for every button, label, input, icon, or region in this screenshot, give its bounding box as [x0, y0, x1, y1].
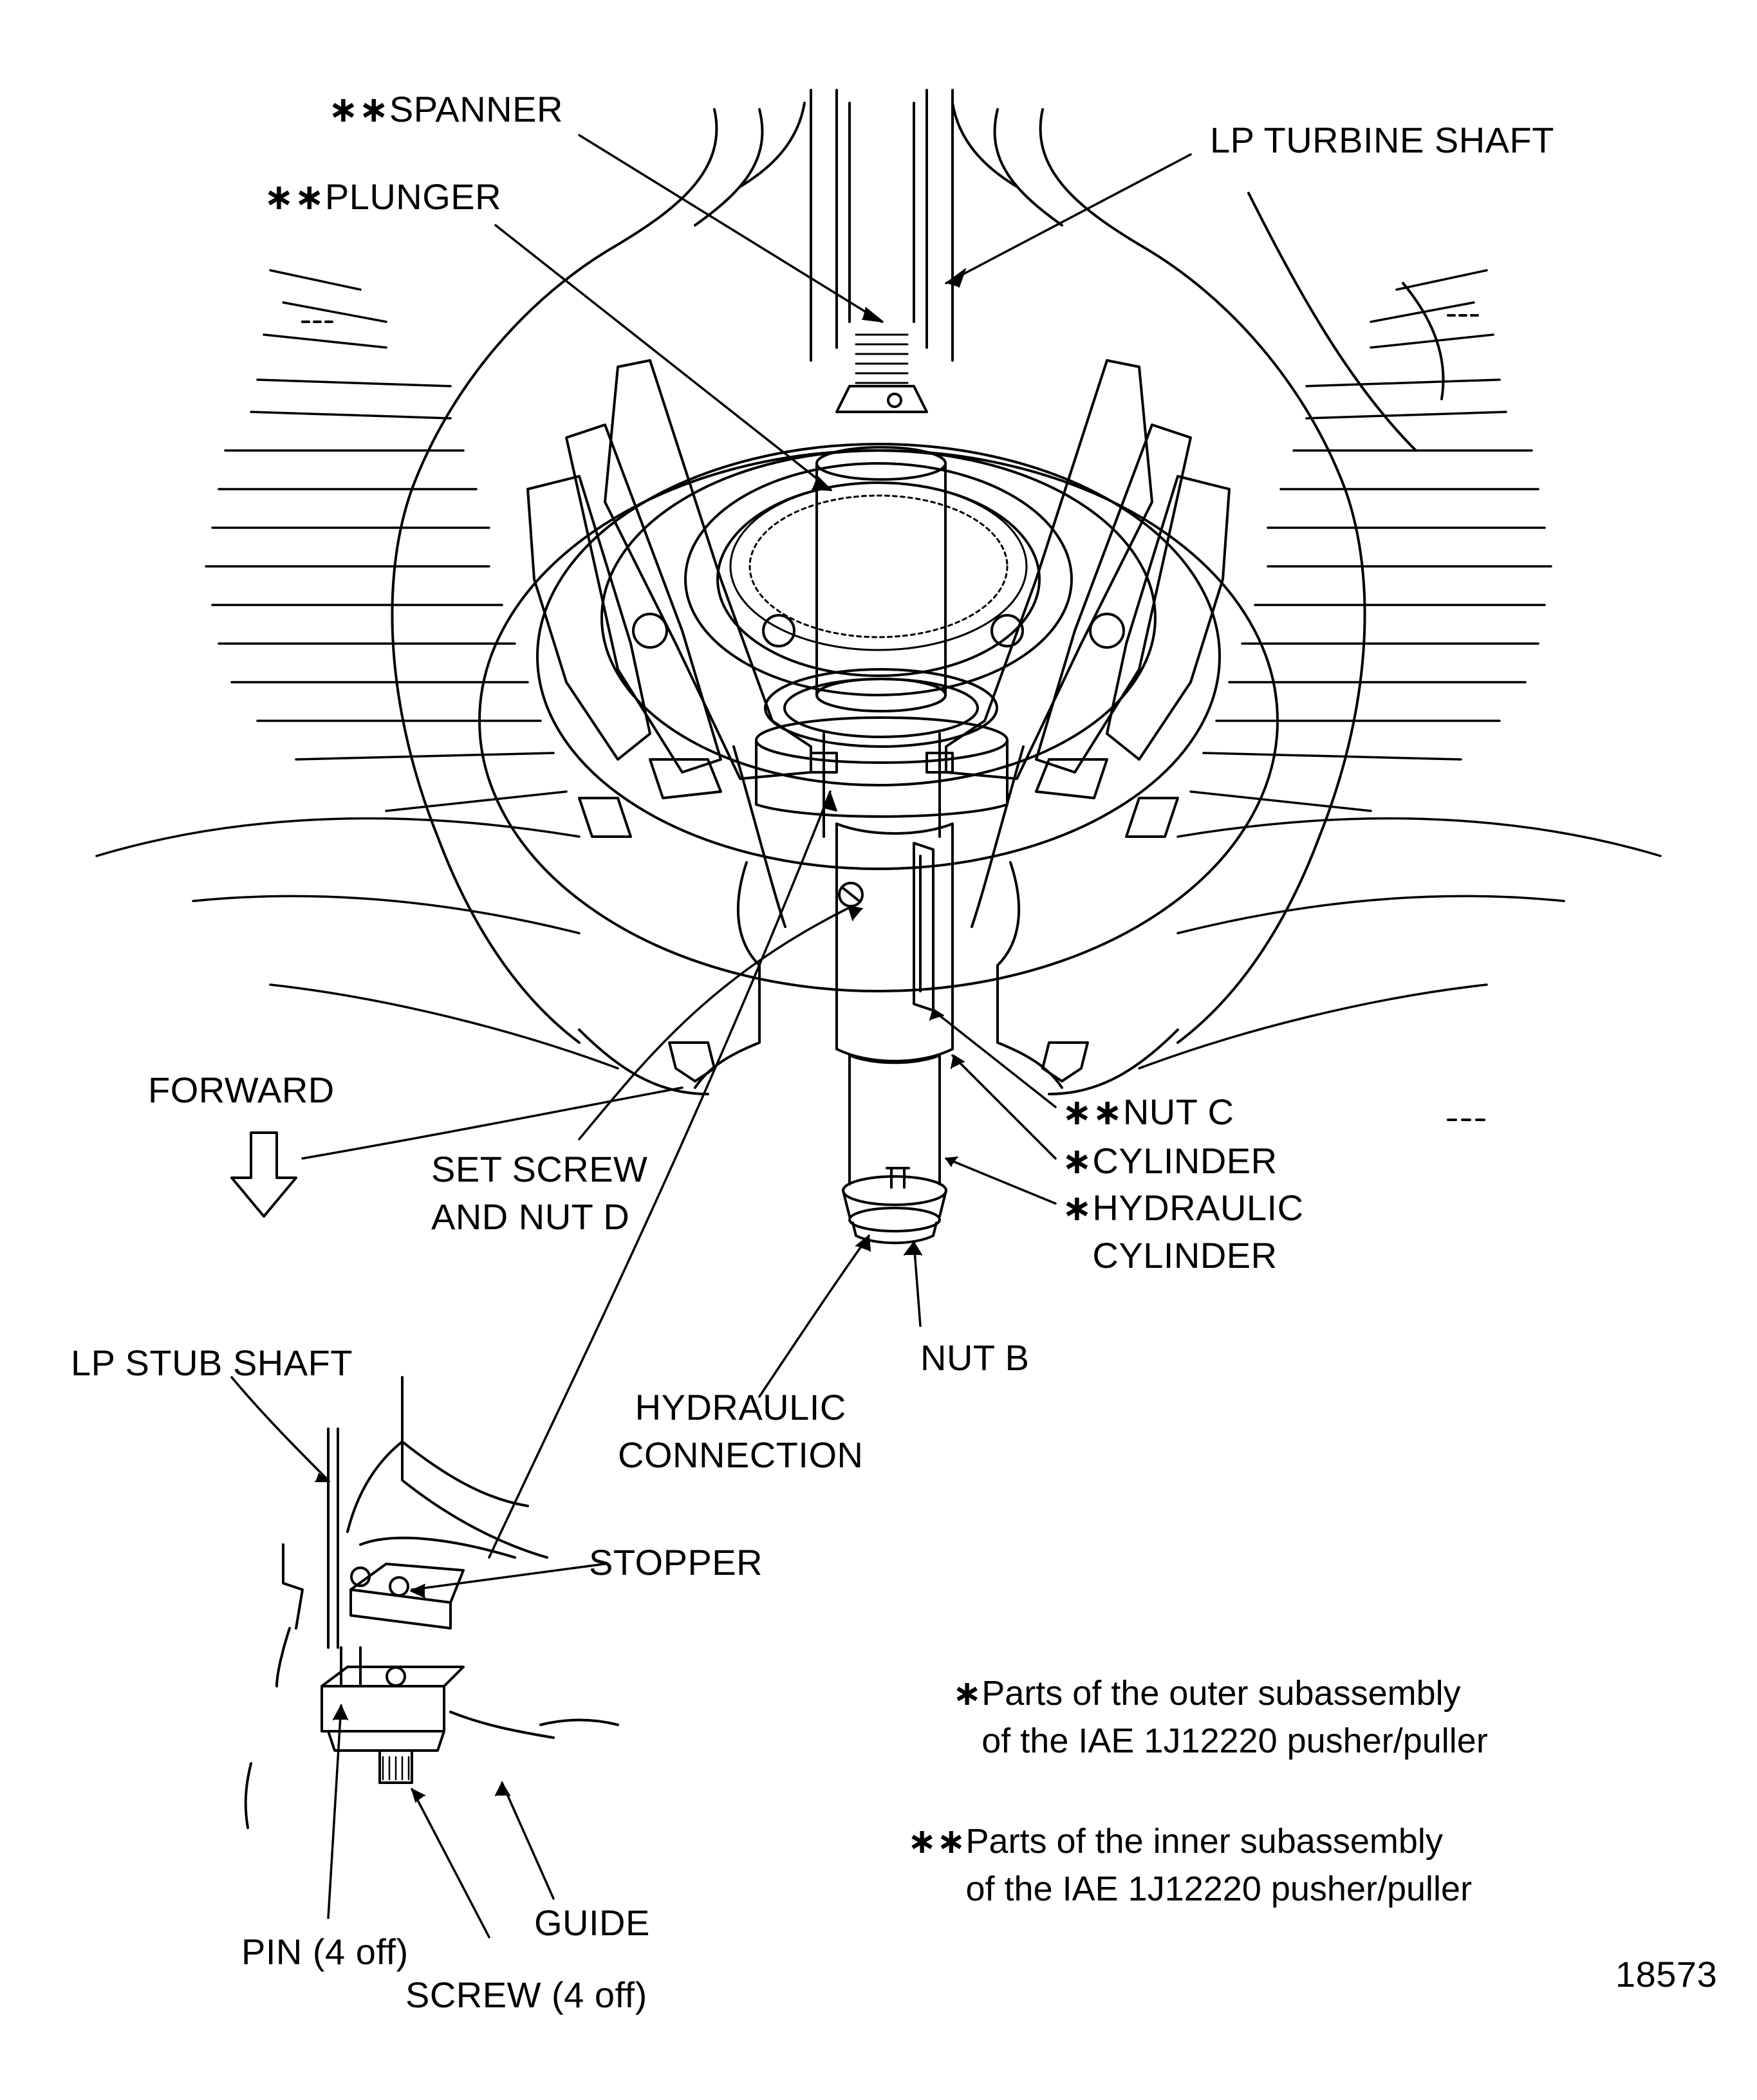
label-nut-c: ∗∗NUT C [1062, 1094, 1234, 1131]
cylinder-text: CYLINDER [1092, 1140, 1278, 1181]
legend-outer-subassembly: ∗Parts of the outer subassembly of the I… [933, 1622, 1488, 1765]
spanner-text: SPANNER [389, 89, 563, 129]
single-asterisk-marker: ∗ [1062, 1140, 1093, 1182]
double-asterisk-marker: ∗∗ [264, 176, 325, 218]
legend-outer-text: Parts of the outer subassembly of the IA… [981, 1674, 1488, 1760]
label-pin: PIN (4 off) [241, 1931, 409, 1972]
label-lp-stub-shaft: LP STUB SHAFT [71, 1343, 353, 1383]
double-asterisk-marker: ∗∗ [328, 89, 389, 131]
engine-housing [95, 102, 1662, 1121]
label-guide: GUIDE [534, 1902, 650, 1943]
legend-inner-subassembly: ∗∗Parts of the inner subassembly of the … [888, 1770, 1472, 1913]
turbine-disks [478, 359, 1279, 1095]
label-forward: FORWARD [148, 1070, 335, 1110]
legend-inner-text: Parts of the inner subassembly of the IA… [965, 1822, 1473, 1908]
single-asterisk-marker: ∗ [1062, 1187, 1093, 1229]
label-lp-turbine-shaft: LP TURBINE SHAFT [1210, 120, 1554, 160]
single-asterisk-marker: ∗ [953, 1673, 982, 1713]
plunger-text: PLUNGER [324, 176, 502, 217]
figure-number: 18573 [1615, 1954, 1718, 1994]
label-set-screw-and-nut-d: SET SCREW AND NUT D [431, 1149, 648, 1237]
detail-view [244, 1376, 619, 1829]
label-spanner: ∗∗SPANNER [328, 91, 563, 128]
label-hydraulic-cylinder: ∗HYDRAULIC CYLINDER [1062, 1187, 1304, 1279]
label-cylinder: ∗CYLINDER [1062, 1143, 1278, 1180]
label-hydraulic-connection: HYDRAULIC CONNECTION [618, 1387, 864, 1475]
label-stopper: STOPPER [589, 1542, 763, 1583]
shaft-assembly [755, 89, 1009, 1245]
label-nut-b: NUT B [920, 1337, 1030, 1378]
label-screw: SCREW (4 off) [405, 1975, 647, 2015]
forward-arrow [230, 1131, 297, 1218]
nut-c-text: NUT C [1122, 1092, 1234, 1132]
double-asterisk-marker: ∗∗ [907, 1821, 966, 1861]
leader-lines [230, 134, 1192, 1938]
double-asterisk-marker: ∗∗ [1062, 1092, 1123, 1133]
hydraulic-cylinder-text: HYDRAULIC CYLINDER [1092, 1187, 1304, 1276]
label-plunger: ∗∗PLUNGER [264, 179, 501, 216]
